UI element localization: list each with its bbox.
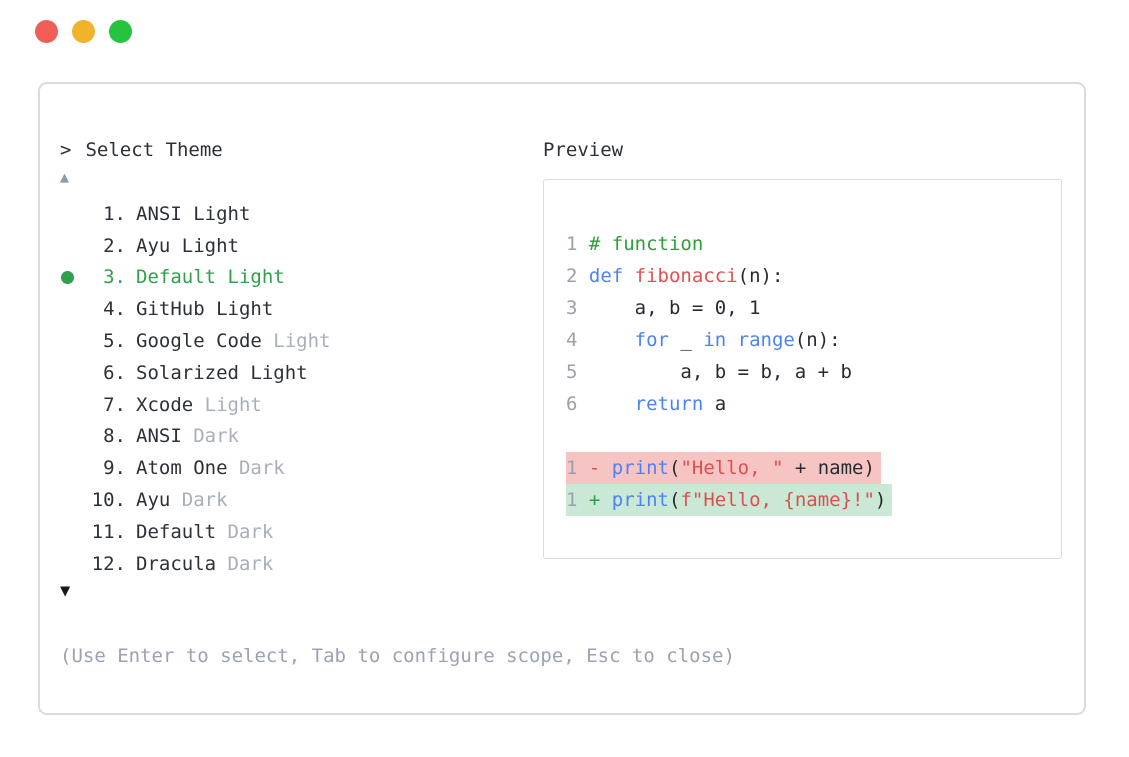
theme-name: Google Code Light bbox=[136, 330, 331, 353]
code-line: 3 a, b = 0, 1 bbox=[566, 297, 761, 319]
prompt-chevron-icon: > bbox=[60, 139, 72, 161]
theme-name: Ayu Dark bbox=[136, 489, 228, 512]
theme-number: 10. bbox=[91, 489, 126, 512]
theme-name: Ayu Light bbox=[136, 234, 239, 257]
line-number: 6 bbox=[566, 393, 589, 415]
theme-list-item[interactable]: 12. Dracula Dark bbox=[60, 548, 500, 580]
theme-name: GitHub Light bbox=[136, 298, 274, 321]
line-number: 1 bbox=[566, 457, 589, 479]
code-line: 6 return a bbox=[566, 393, 727, 415]
keyboard-hints: (Use Enter to select, Tab to configure s… bbox=[60, 645, 735, 667]
theme-number: 11. bbox=[91, 520, 126, 543]
theme-number: 3. bbox=[103, 266, 126, 289]
line-number: 5 bbox=[566, 361, 589, 383]
line-number: 2 bbox=[566, 265, 589, 287]
code-line bbox=[566, 420, 1061, 452]
line-number: 1 bbox=[566, 233, 589, 255]
code-preview: 1 # function 2 def fibonacci(n): 3 a, b = … bbox=[544, 180, 1061, 516]
theme-name: Default Light bbox=[136, 266, 285, 289]
theme-number: 1. bbox=[103, 202, 126, 225]
theme-name: Atom One Dark bbox=[136, 457, 285, 480]
close-button[interactable] bbox=[35, 20, 58, 43]
code-line: 1 # function bbox=[566, 233, 704, 255]
diff-removed-line: 1 - print("Hello, " + name) bbox=[566, 452, 1061, 484]
select-theme-prompt: > Select Theme bbox=[60, 134, 223, 166]
theme-number: 4. bbox=[103, 298, 126, 321]
scroll-down-icon[interactable]: ▼ bbox=[60, 581, 71, 601]
theme-list-item[interactable]: 4. GitHub Light bbox=[60, 293, 500, 325]
theme-list-item[interactable]: 7. Xcode Light bbox=[60, 389, 500, 421]
scroll-up-icon[interactable]: ▲ bbox=[60, 168, 70, 186]
selected-indicator bbox=[60, 270, 88, 284]
theme-number: 2. bbox=[103, 234, 126, 257]
theme-list-item[interactable]: 1. ANSI Light bbox=[60, 198, 500, 230]
code-line: 2 def fibonacci(n): bbox=[566, 265, 784, 287]
theme-number: 7. bbox=[103, 393, 126, 416]
theme-list-item[interactable]: 8. ANSI Dark bbox=[60, 421, 500, 453]
maximize-button[interactable] bbox=[109, 20, 132, 43]
preview-box: 1 # function 2 def fibonacci(n): 3 a, b = … bbox=[543, 179, 1062, 559]
theme-picker-panel: > Select Theme ▲ 1. ANSI Light 2. Ayu Light 3… bbox=[38, 82, 1086, 715]
theme-name: Default Dark bbox=[136, 520, 274, 543]
minimize-button[interactable] bbox=[72, 20, 95, 43]
preview-heading: Preview bbox=[543, 139, 624, 161]
line-number: 4 bbox=[566, 329, 589, 351]
theme-list-item[interactable]: 2. Ayu Light bbox=[60, 230, 500, 262]
theme-list-item[interactable]: 3. Default Light bbox=[60, 262, 500, 294]
theme-name: ANSI Dark bbox=[136, 425, 239, 448]
code-line: 4 for _ in range(n): bbox=[566, 329, 841, 351]
theme-number: 8. bbox=[103, 425, 126, 448]
line-number: 1 bbox=[566, 489, 589, 511]
theme-list-item[interactable]: 5. Google Code Light bbox=[60, 325, 500, 357]
theme-name: Dracula Dark bbox=[136, 552, 274, 575]
prompt-title: Select Theme bbox=[85, 139, 223, 161]
theme-number: 6. bbox=[103, 361, 126, 384]
theme-number: 5. bbox=[103, 330, 126, 353]
theme-name: Xcode Light bbox=[136, 393, 262, 416]
theme-list-item[interactable]: 10. Ayu Dark bbox=[60, 484, 500, 516]
code-line: 5 a, b = b, a + b bbox=[566, 361, 852, 383]
theme-name: ANSI Light bbox=[136, 202, 251, 225]
theme-list: 1. ANSI Light 2. Ayu Light 3. Default Light 4.… bbox=[60, 198, 500, 580]
theme-name: Solarized Light bbox=[136, 361, 308, 384]
diff-added-line: 1 + print(f"Hello, {name}!") bbox=[566, 484, 1061, 516]
window-controls bbox=[35, 20, 132, 43]
theme-number: 12. bbox=[91, 552, 126, 575]
selected-dot-icon bbox=[61, 270, 74, 284]
theme-list-item[interactable]: 11. Default Dark bbox=[60, 516, 500, 548]
theme-list-item[interactable]: 6. Solarized Light bbox=[60, 357, 500, 389]
line-number: 3 bbox=[566, 297, 589, 319]
theme-list-item[interactable]: 9. Atom One Dark bbox=[60, 452, 500, 484]
theme-number: 9. bbox=[103, 457, 126, 480]
